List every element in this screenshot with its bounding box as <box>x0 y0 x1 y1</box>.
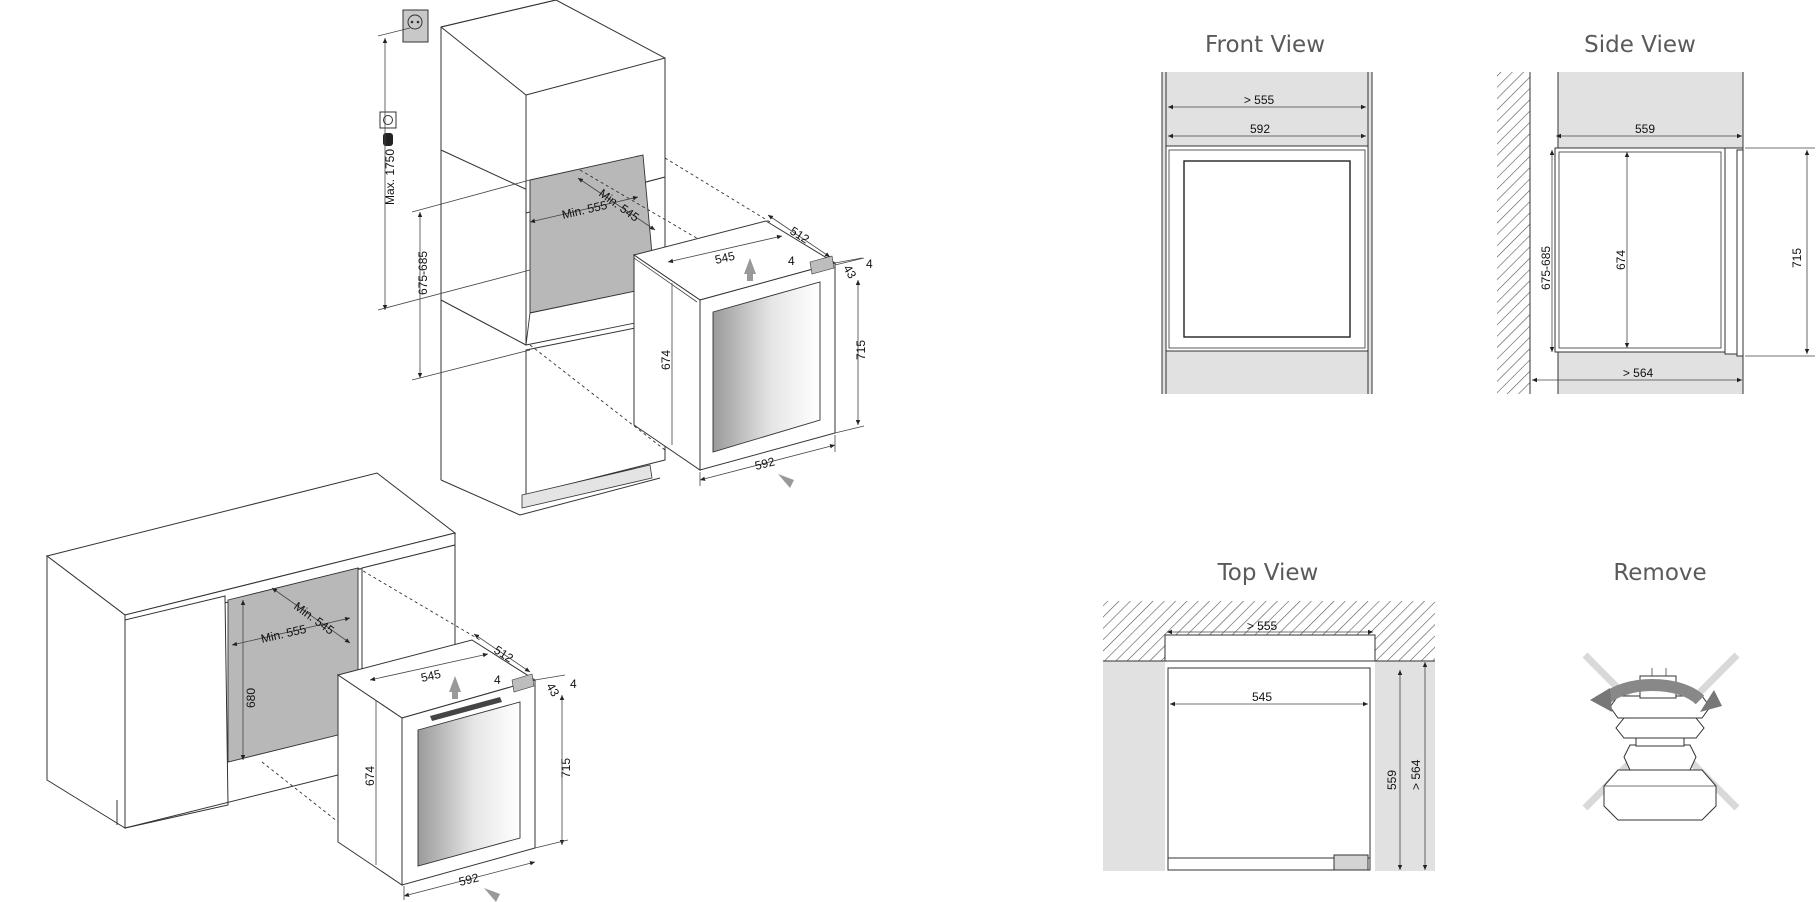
top-view: Top View > 555 545 559 > 564 <box>1103 560 1435 871</box>
arrow-icon <box>449 676 461 692</box>
tall-cabinet-lower-door <box>525 321 666 496</box>
top-width-label: 545 <box>1252 690 1272 704</box>
tall-cabinet-height-label: 715 <box>854 340 868 360</box>
front-view: Front View > 555 592 <box>1161 32 1373 394</box>
front-view-title: Front View <box>1205 32 1325 58</box>
side-niche-height-label: 675-685 <box>1539 246 1553 290</box>
tall-gap-front-label: 4 <box>866 257 873 271</box>
side-view: Side View 559 675-685 674 715 > 564 <box>1497 32 1815 394</box>
top-depth-label: 559 <box>1385 770 1399 790</box>
remove-view: Remove <box>1582 560 1740 821</box>
counter-gap-side-label: 4 <box>494 673 501 687</box>
tall-appliance-glass <box>712 281 821 453</box>
side-body-height-label: 674 <box>1614 250 1628 270</box>
side-niche-depth-label: > 564 <box>1623 366 1654 380</box>
top-niche-depth-label: > 564 <box>1409 759 1423 790</box>
remove-title: Remove <box>1613 560 1706 586</box>
arrow-icon <box>744 258 756 274</box>
counter-appliance-glass <box>417 701 521 867</box>
counter-gap-door-label: 43 <box>543 681 562 700</box>
tall-gap-door-label: 43 <box>840 263 859 282</box>
counter-cabinet-height-label: 715 <box>559 758 573 778</box>
side-total-height-label: 715 <box>1790 248 1804 268</box>
under-counter-installation: Min. 555 Min. 545 680 512 545 4 43 4 715… <box>45 472 577 902</box>
socket-icon <box>402 9 429 43</box>
tall-unit-installation: Max. 1750 675-685 Min. 555 Min. 545 512 … <box>377 0 873 516</box>
top-view-title: Top View <box>1217 560 1319 586</box>
front-niche-width-label: > 555 <box>1244 93 1275 107</box>
side-depth-label: 559 <box>1635 122 1655 136</box>
arrow-icon <box>778 474 794 488</box>
tall-width-front-label: 592 <box>753 454 776 473</box>
side-view-title: Side View <box>1584 32 1696 58</box>
tall-body-height-label: 674 <box>659 350 673 370</box>
adjustable-foot-icon <box>1582 652 1740 821</box>
counter-body-height-label: 674 <box>363 766 377 786</box>
counter-width-front-label: 592 <box>457 870 480 889</box>
counter-niche-height-label: 680 <box>244 688 258 708</box>
plug-icon <box>379 111 397 146</box>
tall-max-height-label: Max. 1750 <box>383 149 397 205</box>
front-width-label: 592 <box>1250 122 1270 136</box>
top-niche-width-label: > 555 <box>1247 619 1278 633</box>
counter-door-left <box>124 595 229 829</box>
tall-width-top-label: 545 <box>714 249 737 267</box>
tall-gap-side-label: 4 <box>788 254 795 268</box>
counter-width-top-label: 545 <box>420 667 443 685</box>
arrow-icon <box>484 888 500 902</box>
counter-gap-front-label: 4 <box>570 677 577 691</box>
tall-niche-height-label: 675-685 <box>416 251 430 295</box>
